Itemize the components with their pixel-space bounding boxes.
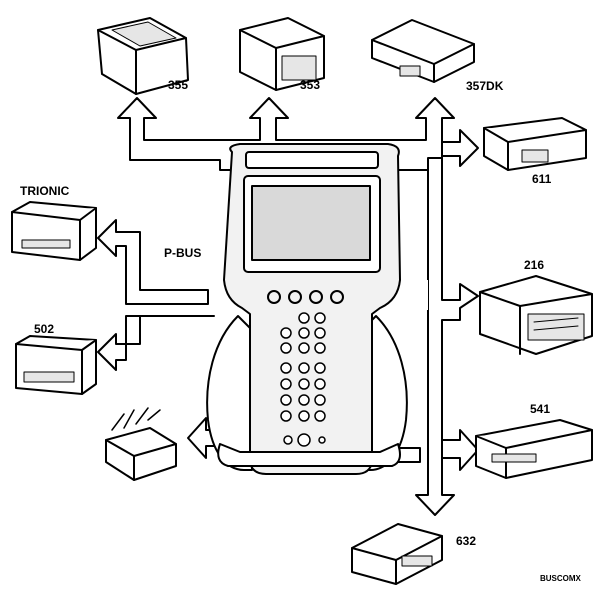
ecu-357dk-unit — [371, 19, 475, 83]
ecu-trionic-unit — [11, 201, 97, 261]
label-611: 611 — [532, 172, 552, 186]
ecu-502-unit — [15, 335, 97, 395]
function-key-3 — [309, 290, 323, 304]
label-353: 353 — [300, 78, 321, 92]
device-right-grip — [361, 315, 408, 471]
obd-connector — [105, 407, 177, 481]
device-left-grip — [206, 315, 253, 471]
label-trionic: TRIONIC — [20, 184, 70, 198]
label-632: 632 — [456, 534, 477, 548]
ecu-353-unit — [239, 17, 325, 91]
device-top-strip — [245, 151, 379, 169]
ecu-632-unit — [351, 523, 443, 585]
label-502: 502 — [34, 322, 55, 336]
label-355: 355 — [168, 78, 189, 92]
bus-arrow-right-trunk — [415, 157, 479, 516]
device-keypad — [280, 312, 326, 447]
device-screen — [251, 185, 371, 261]
figure-code: BUSCOMX — [540, 574, 581, 583]
function-key-4 — [330, 290, 344, 304]
label-357dk: 357DK — [466, 79, 504, 93]
tech2-device — [206, 143, 408, 475]
function-key-2 — [288, 290, 302, 304]
bus-arrow-611 — [441, 129, 479, 167]
ecu-611-unit — [483, 117, 587, 171]
bus-arrow-trionic — [97, 219, 209, 305]
ecu-355-unit — [97, 17, 189, 95]
label-pbus: P-BUS — [164, 246, 202, 260]
label-541: 541 — [530, 402, 551, 416]
label-216: 216 — [524, 258, 545, 272]
bus-arrow-502 — [97, 315, 215, 371]
bus-arrow-216 — [396, 280, 428, 310]
device-strap — [217, 443, 401, 467]
function-key-1 — [267, 290, 281, 304]
ecu-541-unit — [475, 419, 593, 479]
ecu-216-unit — [479, 275, 593, 355]
